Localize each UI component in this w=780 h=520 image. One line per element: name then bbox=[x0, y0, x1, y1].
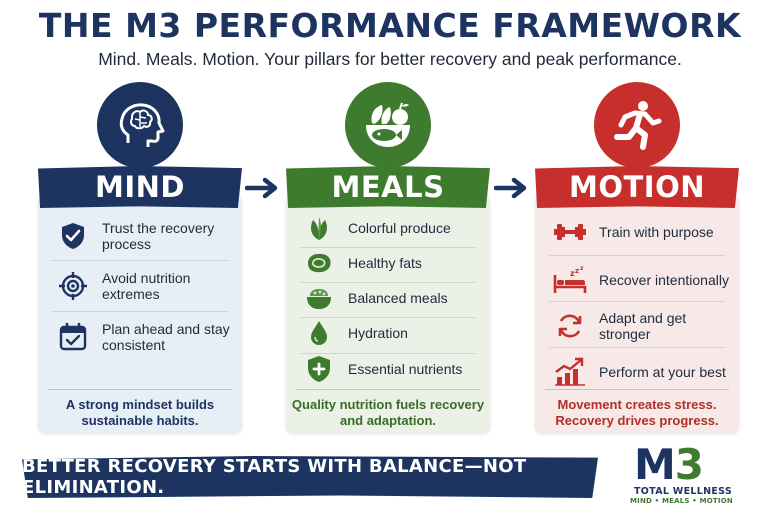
motion-banner: MOTION bbox=[535, 166, 739, 208]
motion-item-label: Recover intentionally bbox=[599, 272, 729, 288]
meals-footer: Quality nutrition fuels recovery and ada… bbox=[291, 397, 485, 428]
meals-banner: MEALS bbox=[286, 166, 490, 208]
divider bbox=[549, 347, 725, 348]
divider bbox=[549, 255, 725, 256]
calendar-check-icon bbox=[56, 320, 90, 354]
meals-item-fats: Healthy fats bbox=[302, 246, 486, 280]
mind-item-label: Avoid nutrition extremes bbox=[102, 270, 191, 302]
meals-item-label: Healthy fats bbox=[348, 255, 422, 271]
divider bbox=[52, 260, 228, 261]
divider bbox=[296, 389, 480, 390]
growth-chart-icon bbox=[553, 355, 587, 389]
svg-text:z: z bbox=[580, 265, 584, 272]
brain-head-icon bbox=[97, 82, 183, 168]
logo-tagline: MIND • MEALS • MOTION bbox=[630, 497, 733, 505]
food-bowl-icon bbox=[345, 82, 431, 168]
mind-footer: A strong mindset builds sustainable habi… bbox=[65, 397, 215, 428]
logo: M3 TOTAL WELLNESS MIND • MEALS • MOTION bbox=[612, 442, 772, 506]
dumbbell-icon bbox=[553, 215, 587, 249]
bottom-banner: BETTER RECOVERY STARTS WITH BALANCE—NOT … bbox=[22, 456, 598, 498]
bowl-icon bbox=[302, 281, 336, 315]
steak-icon bbox=[302, 246, 336, 280]
leaf-icon bbox=[302, 211, 336, 245]
logo-name: TOTAL WELLNESS bbox=[634, 486, 732, 497]
divider bbox=[545, 389, 729, 390]
motion-item-train: Train with purpose bbox=[553, 215, 733, 249]
divider bbox=[52, 311, 228, 312]
mind-banner: MIND bbox=[38, 166, 242, 208]
meals-card: Colorful produce Healthy fats Balanced m… bbox=[286, 195, 490, 433]
runner-icon bbox=[594, 82, 680, 168]
logo-mark: M3 bbox=[634, 440, 704, 489]
target-icon bbox=[56, 269, 90, 303]
cycle-arrows-icon bbox=[553, 309, 587, 343]
meals-item-produce: Colorful produce bbox=[302, 211, 486, 245]
mind-item-trust: Trust the recovery process bbox=[56, 219, 236, 253]
svg-text:z: z bbox=[570, 269, 575, 278]
meals-item-label: Balanced meals bbox=[348, 290, 448, 306]
mind-card: Trust the recovery process Avoid nutriti… bbox=[38, 195, 242, 433]
motion-item-perform: Perform at your best bbox=[553, 355, 733, 389]
shield-check-icon bbox=[56, 219, 90, 253]
divider bbox=[300, 353, 476, 354]
mind-item-label: Plan ahead and stay consistent bbox=[102, 321, 230, 353]
divider bbox=[549, 301, 725, 302]
page-subtitle: Mind. Meals. Motion. Your pillars for be… bbox=[98, 49, 682, 69]
svg-text:z: z bbox=[575, 267, 579, 275]
divider bbox=[300, 282, 476, 283]
mind-item-plan: Plan ahead and stay consistent bbox=[56, 320, 236, 354]
divider bbox=[300, 317, 476, 318]
water-drop-icon bbox=[302, 316, 336, 350]
meals-item-hydration: Hydration bbox=[302, 316, 486, 350]
mind-item-label: Trust the recovery process bbox=[102, 220, 215, 252]
motion-item-label: Perform at your best bbox=[599, 364, 726, 380]
meals-item-balanced: Balanced meals bbox=[302, 281, 486, 315]
meals-item-nutrients: Essential nutrients bbox=[302, 352, 486, 386]
motion-footer: Movement creates stress. Recovery drives… bbox=[555, 397, 719, 428]
mind-item-avoid: Avoid nutrition extremes bbox=[56, 269, 236, 303]
arrow-right-icon bbox=[494, 177, 527, 199]
shield-plus-icon bbox=[302, 352, 336, 386]
arrow-right-icon bbox=[245, 177, 278, 199]
motion-item-label: Adapt and get stronger bbox=[599, 310, 687, 342]
meals-item-label: Colorful produce bbox=[348, 220, 451, 236]
motion-item-adapt: Adapt and get stronger bbox=[553, 309, 733, 343]
divider bbox=[48, 389, 232, 390]
meals-item-label: Essential nutrients bbox=[348, 361, 463, 377]
page-title: THE M3 PERFORMANCE FRAMEWORK bbox=[38, 6, 742, 45]
meals-item-label: Hydration bbox=[348, 325, 408, 341]
divider bbox=[300, 247, 476, 248]
motion-item-label: Train with purpose bbox=[599, 224, 714, 240]
